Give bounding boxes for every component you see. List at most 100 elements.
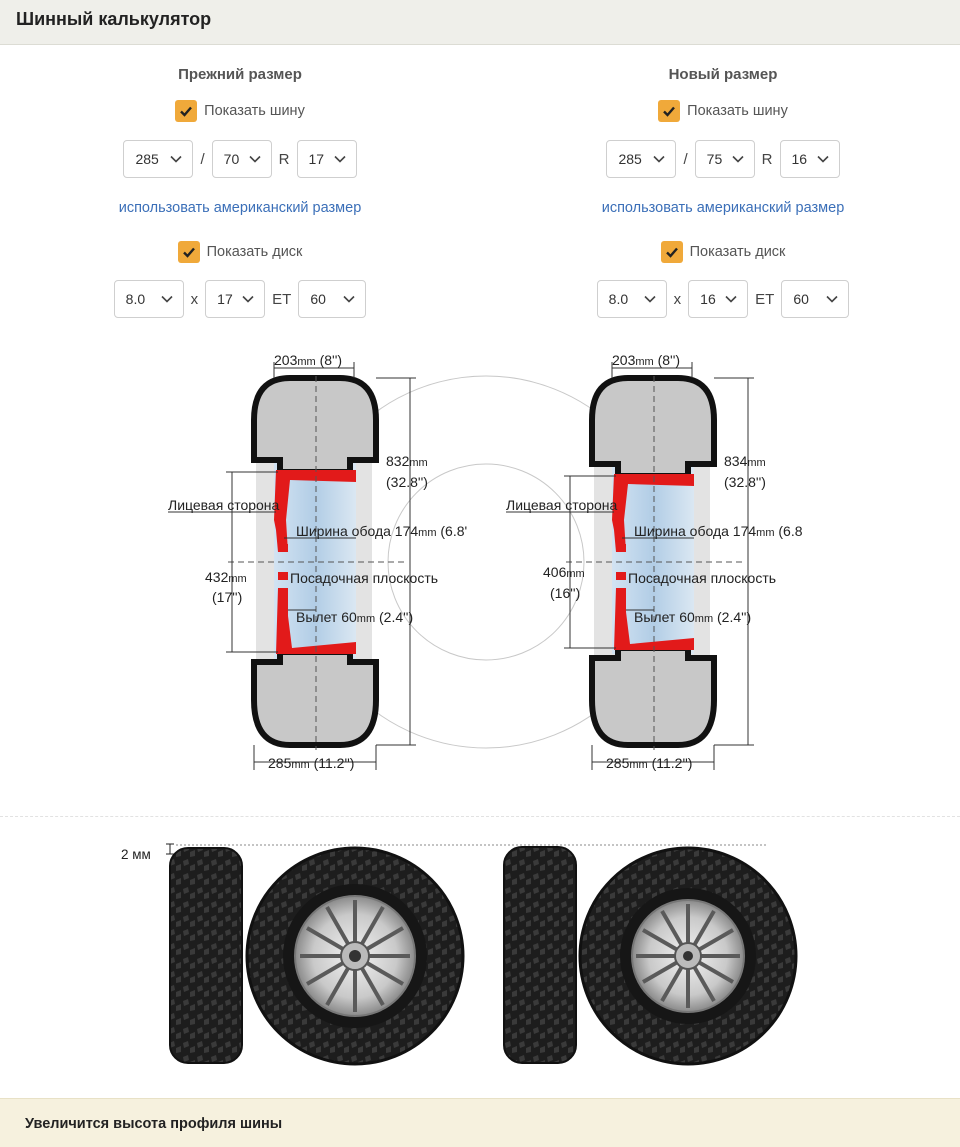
new-tire-section: 203mm (8'') 834mm (32.8'') Лицевая сторо… <box>506 352 803 771</box>
unit-mm: mm <box>357 613 375 625</box>
result-text: Увеличится высота профиля шины <box>25 1116 283 1132</box>
old-rim-diameter-select[interactable]: 17 <box>205 280 266 318</box>
checkbox-checked-icon[interactable] <box>660 241 683 263</box>
old-show-disc-label: Показать диск <box>206 244 303 260</box>
chevron-down-icon <box>653 155 666 163</box>
unit-mm: mm <box>228 573 246 585</box>
new-offset-select[interactable]: 60 <box>781 280 850 318</box>
new-show-tire-label: Показать шину <box>687 103 788 119</box>
old-disc-size-row: 8.0 x 17 ET 60 <box>0 280 480 318</box>
new-offset-val: 60 <box>679 609 695 625</box>
unit-mm: mm <box>629 759 647 771</box>
chevron-down-icon <box>242 295 254 303</box>
tire-photos: 2 мм <box>0 830 960 1080</box>
old-bottom-width-in: (11.2'') <box>314 755 355 771</box>
old-tire-tread-image <box>169 847 243 1064</box>
old-tire-section: 203mm (8'') 832mm (32.8'') Лицевая сторо… <box>168 352 467 771</box>
tire-photos-svg: 2 мм <box>121 843 798 1066</box>
old-rim-diam: 432 <box>205 569 229 585</box>
new-tire-diameter-select[interactable]: 16 <box>779 140 840 178</box>
old-show-disc-toggle[interactable]: Показать диск <box>0 241 480 263</box>
new-height-in: (32.8'') <box>724 474 766 490</box>
checkbox-checked-icon[interactable] <box>658 100 681 122</box>
old-x-label: x <box>190 290 199 308</box>
old-offset-val: 60 <box>341 609 357 625</box>
section-divider <box>0 816 960 817</box>
old-sep-slash: / <box>200 150 205 168</box>
new-tire-size-row: 285 / 75 R 16 <box>483 140 960 178</box>
old-size-panel: Прежний размер Показать шину 285 / 70 R … <box>0 44 480 374</box>
svg-text:Ширина обода 174mm (6.8: Ширина обода 174mm (6.8 <box>634 523 803 539</box>
old-size-heading: Прежний размер <box>178 66 302 83</box>
new-show-disc-label: Показать диск <box>689 244 786 260</box>
old-rim-width-in: (6.8' <box>440 523 467 539</box>
svg-text:203mm (8''): 203mm (8'') <box>274 352 342 368</box>
new-tire-width-select[interactable]: 285 <box>606 140 677 178</box>
new-show-disc-toggle[interactable]: Показать диск <box>483 241 960 263</box>
svg-text:203mm (8''): 203mm (8'') <box>612 352 680 368</box>
old-offset-label: Вылет <box>296 609 338 625</box>
result-banner: Увеличится высота профиля шины <box>0 1098 960 1147</box>
unit-mm: mm <box>747 457 765 469</box>
svg-text:832mm: 832mm <box>386 453 428 469</box>
new-sep-slash: / <box>683 150 688 168</box>
old-seating-label: Посадочная плоскость <box>290 570 438 586</box>
old-show-tire-label: Показать шину <box>204 103 305 119</box>
new-rim-width-label: Ширина обода <box>634 523 729 539</box>
old-et-label: ET <box>272 290 292 308</box>
old-tire-size-row: 285 / 70 R 17 <box>0 140 480 178</box>
new-tire-tread-image <box>503 846 577 1064</box>
chevron-down-icon <box>732 155 744 163</box>
chevron-down-icon <box>249 155 261 163</box>
unit-mm: mm <box>291 759 309 771</box>
old-face-side-label: Лицевая сторона <box>168 497 280 513</box>
new-disc-size-row: 8.0 x 16 ET 60 <box>483 280 960 318</box>
new-size-panel: Новый размер Показать шину 285 / 75 R 16… <box>483 44 960 374</box>
old-rim-diam-in: (17'') <box>212 589 242 605</box>
new-rim-width-in: (6.8 <box>778 523 802 539</box>
new-rim-width-val: 174 <box>733 523 757 539</box>
new-show-tire-toggle[interactable]: Показать шину <box>483 100 960 122</box>
svg-text:285mm (11.2''): 285mm (11.2'') <box>606 755 692 771</box>
new-american-size-link[interactable]: использовать американский размер <box>601 200 845 216</box>
new-height: 834 <box>724 453 748 469</box>
new-rim-diam: 406 <box>543 564 567 580</box>
new-rim-diameter-select[interactable]: 16 <box>688 280 749 318</box>
old-rim-profile <box>274 470 356 654</box>
tire-diagrams-svg: 203mm (8'') 832mm (32.8'') Лицевая сторо… <box>168 352 803 771</box>
old-tire-profile-select[interactable]: 70 <box>211 140 272 178</box>
old-tire-diameter-select[interactable]: 17 <box>296 140 357 178</box>
unit-mm: mm <box>756 527 774 539</box>
new-tire-bottom-section <box>589 645 717 748</box>
old-rim-width-label: Ширина обода <box>296 523 391 539</box>
unit-mm: mm <box>418 527 436 539</box>
old-height-in: (32.8'') <box>386 474 428 490</box>
old-rim-width-select[interactable]: 8.0 <box>113 280 184 318</box>
old-rim-width-val: 174 <box>395 523 419 539</box>
checkbox-checked-icon[interactable] <box>175 100 198 122</box>
old-offset-select[interactable]: 60 <box>298 280 367 318</box>
old-offset-in: (2.4'') <box>379 609 413 625</box>
svg-text:834mm: 834mm <box>724 453 766 469</box>
new-seating-label: Посадочная плоскость <box>628 570 776 586</box>
old-top-width-in: (8'') <box>320 352 342 368</box>
svg-text:406mm: 406mm <box>543 564 585 580</box>
new-tire-profile-select[interactable]: 75 <box>694 140 755 178</box>
new-rim-profile <box>612 474 694 650</box>
unit-mm: mm <box>635 356 653 368</box>
old-american-size-link[interactable]: использовать американский размер <box>118 200 362 216</box>
new-tire-top-section <box>589 375 717 479</box>
new-offset-label: Вылет <box>634 609 676 625</box>
checkbox-checked-icon[interactable] <box>177 241 200 263</box>
unit-mm: mm <box>409 457 427 469</box>
old-tire-bottom-section <box>251 649 379 748</box>
old-top-width: 203 <box>274 352 298 368</box>
chevron-down-icon <box>644 295 656 303</box>
new-rim-width-select[interactable]: 8.0 <box>596 280 667 318</box>
new-size-heading: Новый размер <box>668 66 778 83</box>
old-tire-width-select[interactable]: 285 <box>123 140 194 178</box>
old-show-tire-toggle[interactable]: Показать шину <box>0 100 480 122</box>
old-bottom-width: 285 <box>268 755 292 771</box>
svg-text:Вылет 60mm (2.4''): Вылет 60mm (2.4'') <box>634 609 751 625</box>
svg-text:Вылет 60mm (2.4''): Вылет 60mm (2.4'') <box>296 609 413 625</box>
